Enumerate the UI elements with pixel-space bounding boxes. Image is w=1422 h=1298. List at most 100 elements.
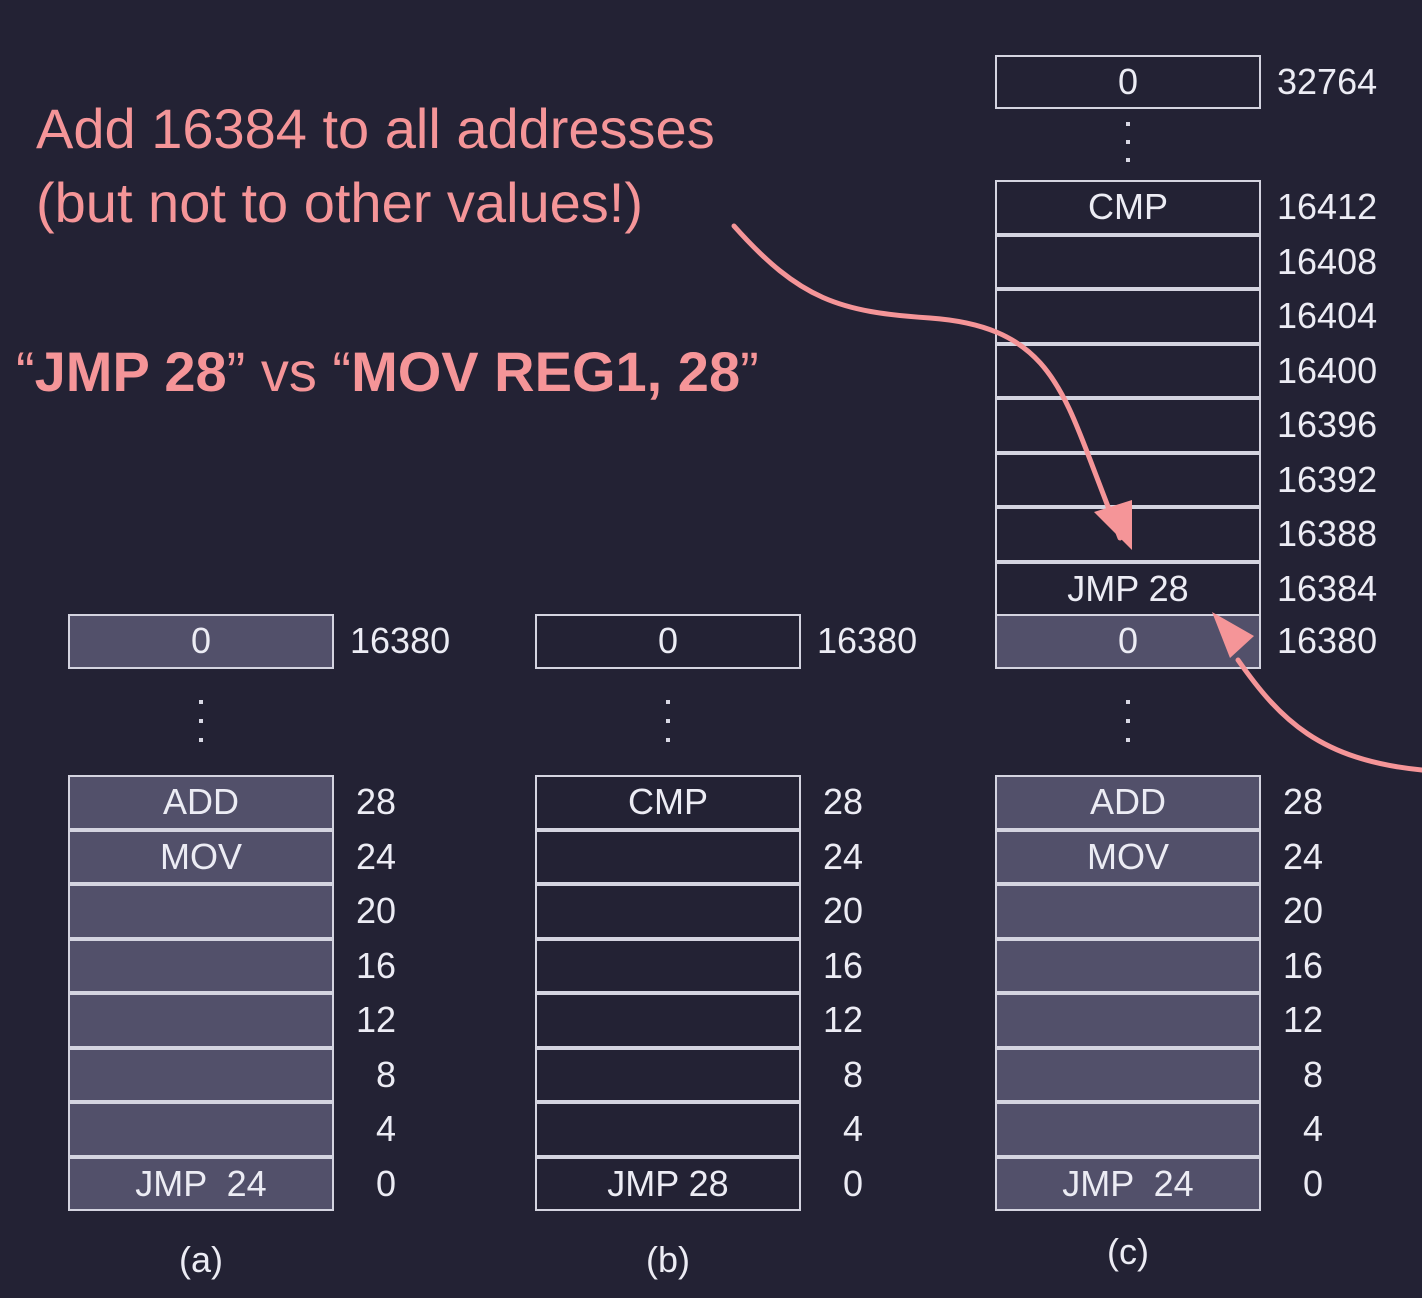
address-label: 0	[842, 1162, 863, 1204]
address-label: 20	[1282, 890, 1323, 931]
memory-cell	[68, 884, 334, 939]
ellipsis-dot	[199, 719, 203, 723]
address-label: 24	[822, 835, 863, 877]
memory-cell	[995, 884, 1261, 939]
memory-cell-upper	[995, 234, 1261, 289]
address-label: 8	[1302, 1053, 1323, 1095]
ellipsis-dot	[666, 738, 670, 742]
column-caption: (a)	[179, 1239, 223, 1280]
address-label: 16412	[1277, 186, 1378, 227]
address-label: 16	[822, 944, 863, 986]
address-label: 16384	[1277, 567, 1378, 609]
address-label: 16380	[350, 620, 451, 661]
address-label: 28	[1282, 781, 1323, 822]
ellipsis-dot	[1126, 719, 1130, 723]
address-label: 32764	[1277, 61, 1378, 102]
quote-close: ”	[740, 340, 759, 403]
address-label: 16408	[1277, 240, 1378, 282]
address-label: 0	[1302, 1162, 1323, 1204]
mov-instruction: MOV REG1, 28	[351, 340, 741, 403]
versus-text: ” vs “	[226, 340, 352, 403]
memory-cell: JMP 24	[995, 1156, 1261, 1211]
ellipsis	[1126, 122, 1130, 162]
memory-cell: ADD	[68, 775, 334, 830]
arrow-head-1	[1094, 500, 1132, 550]
ellipsis-dot	[1126, 158, 1130, 162]
address-label: 16380	[817, 620, 918, 661]
jmp-instruction: JMP 28	[34, 340, 227, 403]
address-label: 28	[822, 781, 863, 822]
relocation-heading: Add 16384 to all addresses (but not to o…	[36, 92, 936, 240]
heading-line-1: Add 16384 to all addresses	[36, 97, 715, 160]
memory-cell-upper	[995, 398, 1261, 453]
quote-open: “	[16, 340, 35, 403]
ellipsis-dot	[199, 700, 203, 704]
memory-cell: JMP 24	[68, 1156, 334, 1211]
memory-cell-top: 0	[68, 614, 334, 669]
memory-cell	[995, 938, 1261, 993]
memory-cell-top: 0	[535, 614, 801, 669]
memory-cell	[995, 1102, 1261, 1157]
memory-cell-upper: JMP 28	[995, 561, 1261, 616]
memory-cell: ADD	[995, 775, 1261, 830]
column-caption: (c)	[1107, 1231, 1149, 1272]
memory-cell	[68, 1047, 334, 1102]
memory-cell	[535, 829, 801, 884]
memory-cell	[535, 938, 801, 993]
arrow-to-program-start	[1235, 657, 1422, 773]
address-label: 16404	[1277, 295, 1378, 336]
address-label: 4	[1302, 1108, 1323, 1149]
ellipsis	[1126, 700, 1130, 742]
memory-cell	[535, 1102, 801, 1157]
ellipsis	[666, 700, 670, 742]
instruction-comparison: “JMP 28” vs “MOV REG1, 28”	[16, 336, 759, 408]
memory-cell: CMP	[535, 775, 801, 830]
address-label: 16400	[1277, 349, 1378, 391]
memory-cell	[535, 993, 801, 1048]
address-label: 4	[842, 1108, 863, 1149]
address-label: 16392	[1277, 458, 1378, 500]
address-label: 20	[822, 890, 863, 931]
address-label: 8	[842, 1053, 863, 1095]
address-label: 28	[355, 781, 396, 822]
memory-cell: MOV	[68, 829, 334, 884]
ellipsis-dot	[199, 738, 203, 742]
address-label: 16396	[1277, 404, 1378, 445]
address-label: 4	[375, 1108, 396, 1149]
memory-cell: JMP 28	[535, 1156, 801, 1211]
address-label: 24	[355, 835, 396, 877]
address-label: 24	[1282, 835, 1323, 877]
ellipsis-dot	[666, 700, 670, 704]
memory-cell	[68, 993, 334, 1048]
arrow-head-2	[1212, 612, 1254, 658]
address-label: 12	[822, 999, 863, 1040]
ellipsis-dot	[1126, 122, 1130, 126]
memory-cell	[535, 884, 801, 939]
ellipsis	[199, 700, 203, 742]
memory-cell-upper: CMP	[995, 180, 1261, 235]
address-label: 16388	[1277, 513, 1378, 554]
ellipsis-dot	[1126, 700, 1130, 704]
memory-cell	[535, 1047, 801, 1102]
heading-line-2: (but not to other values!)	[36, 171, 644, 234]
address-label: 0	[375, 1162, 396, 1204]
memory-cell	[68, 1102, 334, 1157]
memory-cell-upper	[995, 289, 1261, 344]
memory-cell: MOV	[995, 829, 1261, 884]
arrow-to-relocated-jmp	[731, 223, 1123, 541]
column-caption: (b)	[646, 1239, 690, 1280]
address-label: 12	[1282, 999, 1323, 1040]
address-label: 12	[355, 999, 396, 1040]
memory-cell	[995, 1047, 1261, 1102]
address-label: 8	[375, 1053, 396, 1095]
ellipsis-dot	[666, 719, 670, 723]
ellipsis-dot	[1126, 738, 1130, 742]
address-label: 20	[355, 890, 396, 931]
memory-cell-upper	[995, 343, 1261, 398]
memory-cell	[68, 938, 334, 993]
memory-cell	[995, 993, 1261, 1048]
memory-cell-upper-top: 0	[995, 55, 1261, 109]
address-label: 16380	[1277, 620, 1378, 661]
